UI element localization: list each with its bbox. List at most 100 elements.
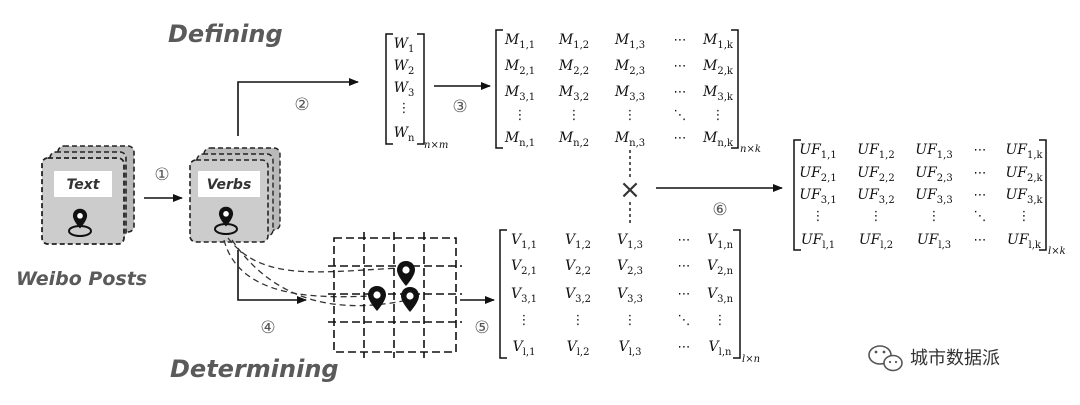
matrix_m-cell: M1,2 bbox=[558, 32, 589, 51]
matrix_v-cell: V1,1 bbox=[511, 232, 537, 251]
matrix_uf-cell: ⋯ bbox=[974, 188, 987, 203]
text-label-box bbox=[54, 171, 112, 197]
matrix_uf-dimension: l×k bbox=[1048, 246, 1066, 257]
matrix_uf-cell: UF1,2 bbox=[857, 142, 894, 161]
matrix_uf-cell: UF1,1 bbox=[799, 142, 836, 161]
location-pin-icon bbox=[397, 261, 415, 286]
verbs-card-label: Verbs bbox=[207, 177, 252, 193]
matrix_m-cell: Mn,k bbox=[702, 130, 734, 149]
matrix_v-dimension: l×n bbox=[742, 354, 760, 365]
matrix_m-cell: ⋯ bbox=[674, 85, 687, 100]
matrix_v-cell: V2,3 bbox=[617, 258, 643, 277]
title-weibo-posts: Weibo Posts bbox=[16, 268, 147, 290]
matrix_v-cell: V3,n bbox=[707, 286, 734, 305]
matrix_w-dimension: n×m bbox=[424, 140, 448, 151]
matrix_m-dimension: n×k bbox=[740, 144, 761, 155]
matrix_uf-cell: ⋯ bbox=[974, 166, 987, 181]
step-5: ⑤ bbox=[474, 318, 489, 338]
dashed-curve-2 bbox=[223, 239, 373, 298]
matrix_v-cell: V1,3 bbox=[617, 232, 643, 251]
location-pin-icon bbox=[368, 286, 386, 311]
matrix_uf-cell: UF3,k bbox=[1005, 187, 1043, 206]
matrix_v-right-bracket bbox=[733, 229, 741, 359]
text-card-label: Text bbox=[67, 177, 101, 193]
matrix_uf-cell: UF3,3 bbox=[915, 187, 952, 206]
wechat-icon bbox=[868, 345, 903, 372]
step-1: ① bbox=[154, 165, 169, 185]
matrix_uf-cell: UF2,k bbox=[1005, 165, 1043, 184]
matrix_uf-cell: ⋮ bbox=[870, 209, 883, 224]
matrix_m-cell: M1,1 bbox=[504, 32, 535, 51]
dashed-curve-1 bbox=[227, 237, 401, 273]
matrix_uf-left-bracket bbox=[793, 139, 801, 251]
matrix_m-cell: ⋯ bbox=[674, 131, 687, 146]
matrix_v-cell: ⋯ bbox=[678, 340, 691, 355]
matrix_m-cell: ⋮ bbox=[514, 108, 527, 123]
matrix_v-cell: Vl,2 bbox=[567, 339, 590, 358]
verbs-label-box bbox=[198, 171, 260, 197]
matrix_v-cell: Vl,1 bbox=[513, 339, 536, 358]
matrix_v-cell: ⋮ bbox=[518, 313, 531, 328]
matrix_uf-cell: UF3,2 bbox=[857, 187, 894, 206]
watermark-text: 城市数据派 bbox=[910, 348, 1000, 369]
matrix_v-cell: ⋮ bbox=[714, 313, 727, 328]
matrix_v-cell: Vl,n bbox=[709, 339, 733, 358]
matrix_v-cell: ⋱ bbox=[678, 313, 691, 328]
verbs-card-stack: Verbs bbox=[189, 147, 281, 243]
title-determining: Determining bbox=[170, 355, 339, 383]
step-3: ③ bbox=[452, 97, 467, 117]
matrix_m-cell: M3,1 bbox=[504, 84, 535, 103]
step-2: ② bbox=[294, 95, 309, 115]
matrix_w-right-bracket bbox=[417, 33, 425, 145]
matrix_w-left-bracket bbox=[385, 33, 393, 145]
spatial-grid bbox=[328, 232, 462, 358]
matrix_uf-cell: ⋮ bbox=[928, 209, 941, 224]
matrix_m-right-bracket bbox=[731, 29, 739, 149]
matrix_w-cell: ⋮ bbox=[398, 101, 411, 116]
matrix_m-cell: M2,2 bbox=[558, 58, 589, 77]
matrix_m-cell: M2,3 bbox=[614, 58, 645, 77]
matrix_m-cell: ⋱ bbox=[674, 108, 687, 123]
matrix_w-cell: W2 bbox=[394, 58, 415, 77]
matrix_uf-cell: ⋮ bbox=[1018, 209, 1031, 224]
matrix_v-cell: V3,3 bbox=[617, 286, 643, 305]
matrix_uf-cell: UF1,3 bbox=[915, 142, 952, 161]
matrix_m-cell: ⋮ bbox=[568, 108, 581, 123]
matrix_uf-cell: ⋱ bbox=[974, 209, 987, 224]
matrix_uf-cell: ⋮ bbox=[812, 209, 825, 224]
matrix_m-cell: ⋮ bbox=[712, 108, 725, 123]
matrix_m-cell: ⋯ bbox=[674, 59, 687, 74]
matrix_m-cell: M3,3 bbox=[614, 84, 645, 103]
matrix_v-cell: ⋯ bbox=[678, 259, 691, 274]
matrix_v-cell: V3,1 bbox=[511, 286, 537, 305]
matrix_v-left-bracket bbox=[499, 229, 507, 359]
matrix_w-cell: W1 bbox=[394, 36, 415, 55]
matrix_m-cell: M3,2 bbox=[558, 84, 589, 103]
matrix_m-cell: Mn,2 bbox=[558, 130, 589, 149]
matrix_m-left-bracket bbox=[495, 29, 503, 149]
matrix_m-cell: M1,3 bbox=[614, 32, 645, 51]
step-4: ④ bbox=[260, 318, 275, 338]
matrix_v-cell: Vl,3 bbox=[619, 339, 642, 358]
matrix_v-cell: V2,2 bbox=[565, 258, 591, 277]
matrix_uf-cell: UF2,3 bbox=[915, 165, 952, 184]
multiply-symbol: × bbox=[619, 175, 641, 205]
matrix_v-cell: V3,2 bbox=[565, 286, 591, 305]
matrix_m-cell: M2,1 bbox=[504, 58, 535, 77]
matrix_v-cell: ⋯ bbox=[678, 233, 691, 248]
matrix_uf-cell: UFl,1 bbox=[801, 232, 835, 251]
matrix_v-cell: V1,2 bbox=[565, 232, 591, 251]
matrix_w-cell: Wn bbox=[394, 125, 415, 144]
matrix_m-cell: ⋯ bbox=[674, 33, 687, 48]
matrix_uf-cell: ⋯ bbox=[974, 233, 987, 248]
step-6: ⑥ bbox=[712, 200, 727, 220]
matrix_v-cell: V2,n bbox=[707, 258, 734, 277]
matrix_v-cell: ⋯ bbox=[678, 287, 691, 302]
matrix_m-cell: ⋮ bbox=[624, 108, 637, 123]
matrix_v-cell: V1,n bbox=[707, 232, 734, 251]
location-pin-icon bbox=[401, 287, 419, 312]
